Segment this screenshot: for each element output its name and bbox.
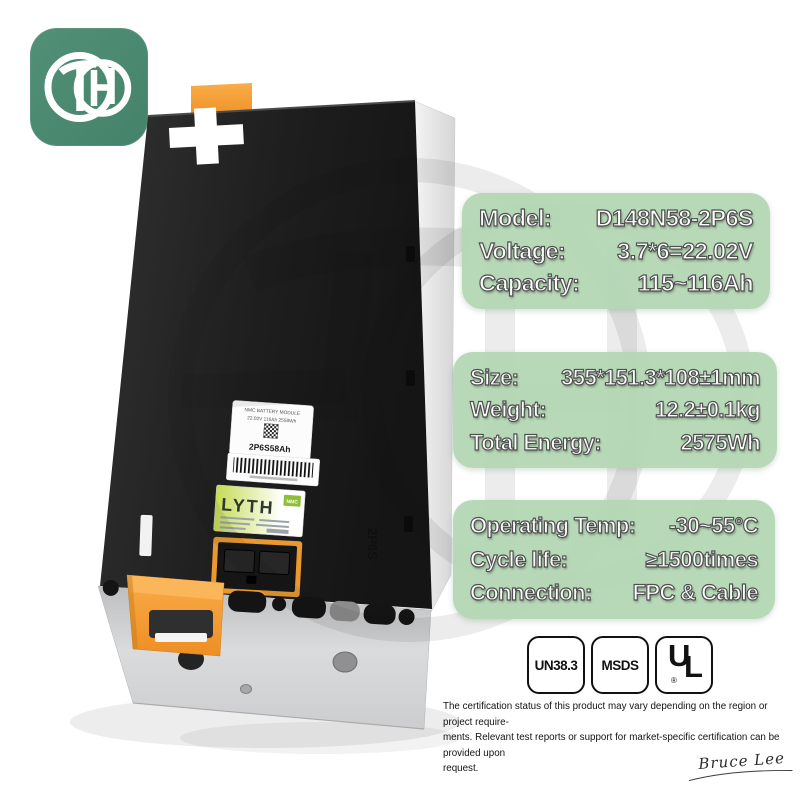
spec-label: Capacity: bbox=[478, 270, 580, 297]
info-label-line2: 22.02V 116Ah 2558Wh bbox=[247, 415, 297, 424]
un38-3-badge: UN38.3 bbox=[527, 636, 585, 694]
registered-mark: ® bbox=[671, 676, 677, 685]
ul-letter-u: U bbox=[668, 638, 691, 673]
vent-slots bbox=[102, 579, 415, 625]
info-label-line1: NMC BATTERY MODULE bbox=[244, 407, 300, 417]
spec-value: ≥1500times bbox=[645, 546, 759, 572]
spec-row: Voltage: 3.7*6=22.02V bbox=[462, 237, 770, 265]
spec-value: 355*151.3*108±1mm bbox=[561, 364, 762, 390]
barcode-label bbox=[226, 452, 320, 487]
ul-badge: U L ® bbox=[655, 636, 713, 694]
spec-label: Weight: bbox=[469, 396, 547, 422]
spec-panel-operating: Operating Temp: -30~55°C Cycle life: ≥15… bbox=[453, 500, 775, 619]
spec-value: D148N58-2P6S bbox=[595, 204, 754, 231]
spec-row: Total Energy: 2575Wh bbox=[453, 429, 777, 456]
spec-label: Total Energy: bbox=[469, 429, 602, 455]
certification-badges: UN38.3 MSDS U L ® bbox=[527, 636, 713, 694]
msds-label: MSDS bbox=[601, 657, 639, 673]
output-connector bbox=[210, 536, 303, 598]
brand-sticker: LYTH NMC bbox=[213, 484, 306, 538]
barcode bbox=[232, 457, 314, 478]
msds-badge: MSDS bbox=[591, 636, 649, 694]
ul-letter-l: L bbox=[684, 649, 703, 684]
brand-logo-monogram-icon bbox=[44, 52, 132, 122]
spec-label: Model: bbox=[478, 204, 552, 231]
signature-flourish bbox=[688, 770, 793, 782]
spec-value: 2575Wh bbox=[680, 429, 761, 455]
info-label-code: 2P6S58Ah bbox=[249, 442, 291, 455]
spec-row: Capacity: 115~116Ah bbox=[462, 270, 770, 297]
orange-clamp bbox=[126, 574, 225, 657]
spec-panel-model: Model: D148N58-2P6S Voltage: 3.7*6=22.02… bbox=[462, 193, 770, 309]
certification-disclaimer: The certification status of this product… bbox=[443, 701, 780, 775]
un38-3-label: UN38.3 bbox=[534, 657, 578, 673]
battery-info-label: NMC BATTERY MODULE 22.02V 116Ah 2558Wh 2… bbox=[229, 400, 314, 460]
spec-value: 115~116Ah bbox=[637, 270, 754, 297]
battery-front-face bbox=[100, 101, 432, 609]
side-marking: 2P6S bbox=[365, 528, 380, 560]
spec-row: Cycle life: ≥1500times bbox=[453, 546, 775, 573]
brand-sticker-name: LYTH bbox=[221, 494, 276, 518]
spec-row: Connection: FPC & Cable bbox=[453, 579, 775, 606]
spec-row: Weight: 12.2±0.1kg bbox=[453, 396, 777, 423]
spec-value: FPC & Cable bbox=[632, 579, 759, 605]
spec-label: Cycle life: bbox=[469, 546, 568, 572]
spec-row: Model: D148N58-2P6S bbox=[462, 204, 770, 232]
brand-sticker-chem: NMC bbox=[286, 499, 298, 506]
signature: Bruce Lee bbox=[683, 748, 800, 784]
white-tick-mark bbox=[139, 514, 153, 557]
spec-label: Size: bbox=[469, 364, 519, 390]
spec-row: Operating Temp: -30~55°C bbox=[453, 513, 775, 539]
spec-label: Voltage: bbox=[478, 237, 566, 264]
spec-panel-size: Size: 355*151.3*108±1mm Weight: 12.2±0.1… bbox=[453, 352, 777, 468]
brand-logo bbox=[30, 28, 148, 146]
positive-terminal-icon bbox=[168, 107, 244, 165]
spec-row: Size: 355*151.3*108±1mm bbox=[453, 364, 777, 391]
spec-value: 12.2±0.1kg bbox=[654, 396, 761, 422]
qr-code bbox=[263, 423, 279, 439]
edge-clips bbox=[404, 246, 415, 532]
spec-label: Connection: bbox=[469, 579, 592, 605]
spec-value: 3.7*6=22.02V bbox=[617, 237, 755, 264]
spec-label: Operating Temp: bbox=[469, 513, 636, 539]
spec-value: -30~55°C bbox=[668, 513, 759, 539]
